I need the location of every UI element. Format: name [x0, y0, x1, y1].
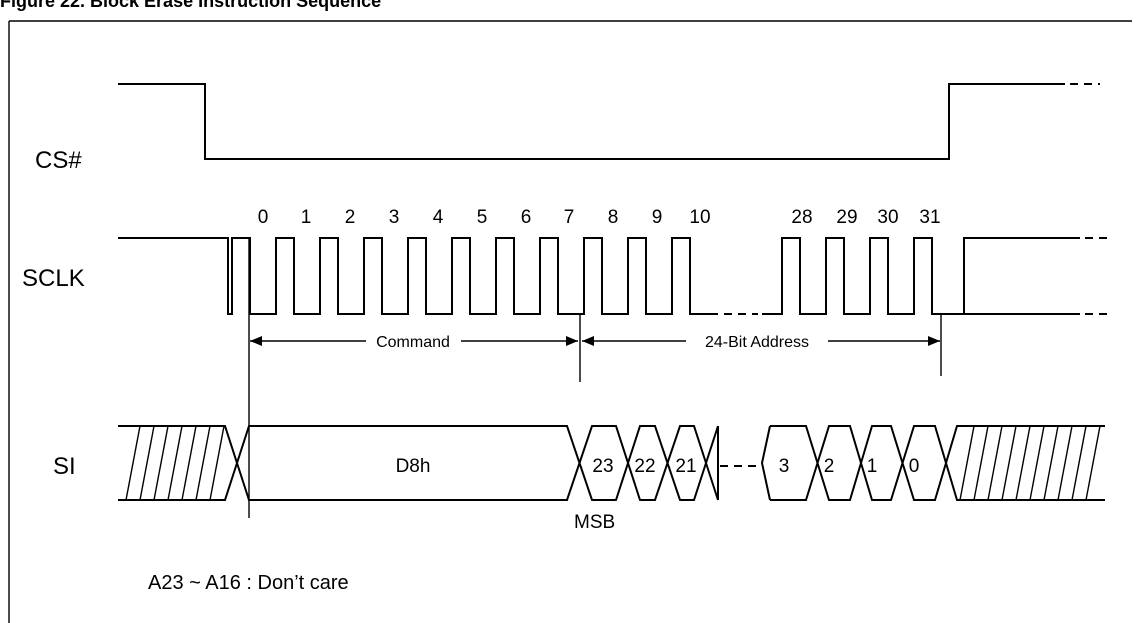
- address-arrow-left: [582, 336, 594, 346]
- clock-number-8: 8: [608, 207, 619, 228]
- clock-number-31: 31: [919, 207, 940, 228]
- si-label: SI: [53, 453, 76, 480]
- si-left-hatch-3: [167, 425, 183, 501]
- clock-number-1: 1: [301, 207, 312, 228]
- clock-number-3: 3: [389, 207, 400, 228]
- command-arrow-left: [250, 336, 262, 346]
- si-right-hatch-4: [1015, 425, 1031, 501]
- si-dont-care-left: [125, 425, 225, 501]
- msb-label: MSB: [574, 512, 615, 533]
- si-right-hatch-7: [1057, 425, 1073, 501]
- clock-number-10: 10: [689, 207, 710, 228]
- si-address-bit-21: 21: [675, 456, 696, 477]
- si-left-hatch-4: [181, 425, 197, 501]
- clock-number-5: 5: [477, 207, 488, 228]
- diagram-frame: [8, 20, 1132, 623]
- si-right-hatch-5: [1029, 425, 1045, 501]
- si-left-hatch-1: [139, 425, 155, 501]
- clock-number-0: 0: [258, 207, 269, 228]
- si-left-hatch-6: [209, 425, 225, 501]
- clock-number-7: 7: [564, 207, 575, 228]
- si-address-bit-3: 3: [779, 456, 790, 477]
- cs-waveform: [118, 83, 1065, 160]
- si-left-hatch-2: [153, 425, 169, 501]
- si-address-bit-1: 1: [867, 456, 878, 477]
- figure-title: Figure 22. Block Erase Instruction Seque…: [0, 0, 382, 11]
- si-left-hatch-5: [195, 425, 211, 501]
- address-arrow-right: [928, 336, 940, 346]
- dont-care-note: A23 ~ A16 : Don’t care: [148, 572, 349, 594]
- clock-number-6: 6: [521, 207, 532, 228]
- clock-number-29: 29: [836, 207, 857, 228]
- si-right-hatch-1: [973, 425, 989, 501]
- clock-number-9: 9: [652, 207, 663, 228]
- si-address-bit-0: 0: [909, 456, 920, 477]
- si-address-bit-23: 23: [592, 456, 613, 477]
- command-span-label: Command: [376, 334, 450, 351]
- clock-number-30: 30: [877, 207, 898, 228]
- si-right-hatch-8: [1071, 425, 1087, 501]
- clock-number-2: 2: [345, 207, 356, 228]
- si-left-hatch-0: [125, 425, 141, 501]
- si-command-byte: D8h: [396, 456, 431, 477]
- si-right-hatch-0: [959, 425, 975, 501]
- si-dont-care-right: [959, 425, 1101, 501]
- clock-number-28: 28: [791, 207, 812, 228]
- address-span-label: 24-Bit Address: [705, 334, 809, 351]
- sclk-waveform: [118, 237, 1080, 315]
- cs-label: CS#: [35, 147, 82, 174]
- si-right-hatch-2: [987, 425, 1003, 501]
- si-right-hatch-3: [1001, 425, 1017, 501]
- si-address-bit-22: 22: [634, 456, 655, 477]
- sclk-label: SCLK: [22, 265, 85, 292]
- command-arrow-right: [566, 336, 578, 346]
- si-address-bit-2: 2: [824, 456, 835, 477]
- clock-number-4: 4: [433, 207, 444, 228]
- si-right-hatch-9: [1085, 425, 1101, 501]
- si-bus-lines: [118, 425, 1105, 501]
- clock-numbers: 0 1 2 3 4 5 6 7 8 9 10 28 29 30 31: [258, 207, 941, 228]
- si-right-hatch-6: [1043, 425, 1059, 501]
